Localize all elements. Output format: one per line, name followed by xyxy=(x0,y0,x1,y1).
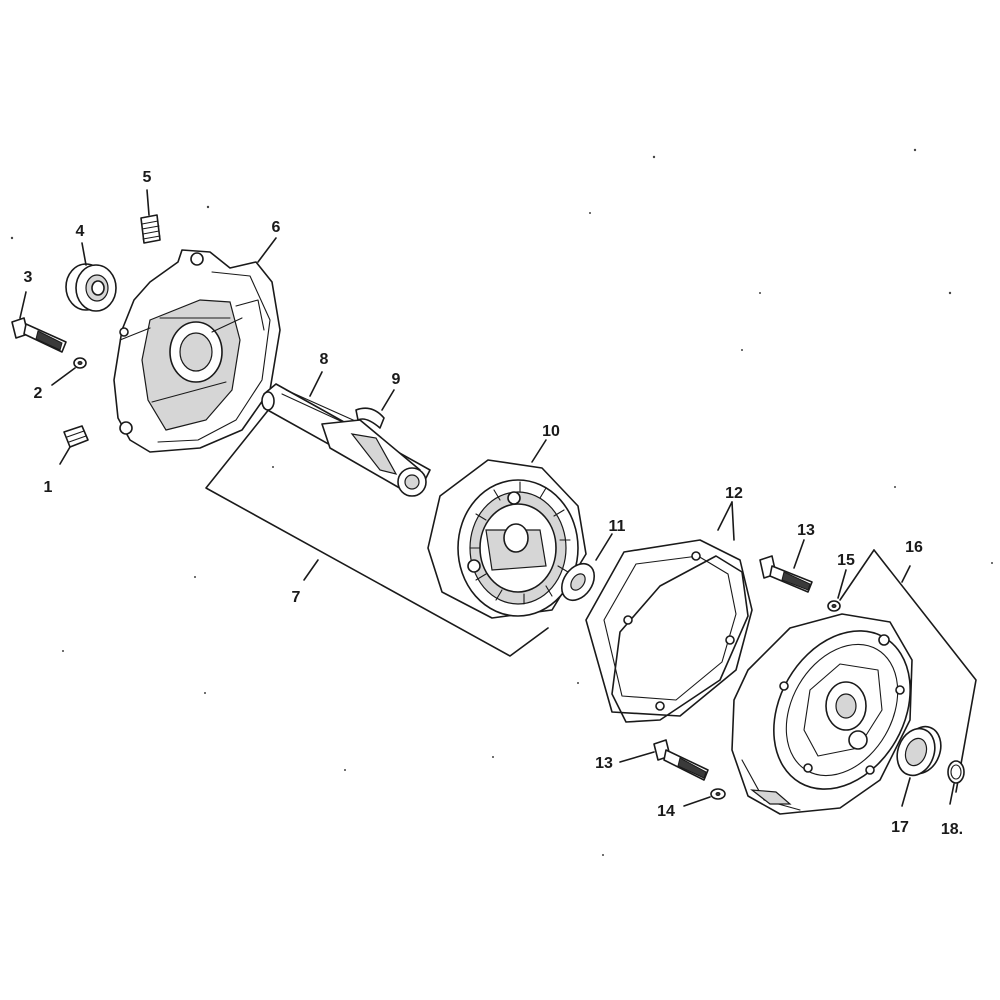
callout-13-lower: 13 xyxy=(595,755,613,772)
callout-12: 12 xyxy=(725,485,743,502)
callout-17: 17 xyxy=(891,819,909,836)
part-13-upper-bolt xyxy=(759,539,813,593)
part-16-rear-housing xyxy=(731,549,977,815)
callout-15: 15 xyxy=(837,552,855,569)
callout-2: 2 xyxy=(34,385,43,402)
callout-18: 18. xyxy=(941,821,963,838)
part-14-washer xyxy=(683,788,726,807)
callout-3: 3 xyxy=(24,269,33,286)
callout-10: 10 xyxy=(542,423,560,440)
part-2-washer xyxy=(51,357,87,386)
part-7-assembly-bracket xyxy=(205,407,549,657)
callout-14: 14 xyxy=(657,803,675,820)
part-1-fitting xyxy=(59,425,89,465)
callout-13-upper: 13 xyxy=(797,522,815,539)
callout-6: 6 xyxy=(272,219,281,236)
part-11-thrust-washer xyxy=(560,533,613,602)
callout-5: 5 xyxy=(143,169,152,186)
callout-16: 16 xyxy=(905,539,923,556)
callout-8: 8 xyxy=(320,351,329,368)
part-6-front-housing xyxy=(113,237,281,453)
callout-11: 11 xyxy=(609,518,626,535)
callout-7: 7 xyxy=(292,589,301,606)
part-5-plug xyxy=(140,189,161,244)
part-18-ring xyxy=(947,760,965,805)
part-9-key xyxy=(355,389,395,429)
part-12-gaskets xyxy=(585,501,753,723)
callout-1: 1 xyxy=(44,479,53,496)
callout-9: 9 xyxy=(392,371,401,388)
background-specks xyxy=(10,148,993,856)
part-15-washer xyxy=(827,569,847,612)
part-4-bearing xyxy=(65,242,117,312)
part-8-shaft xyxy=(261,371,431,497)
part-17-seal xyxy=(896,725,942,807)
callout-4: 4 xyxy=(76,223,85,240)
part-13-lower-bolt xyxy=(619,739,709,781)
part-10-ring-gear xyxy=(427,439,587,619)
part-3-bolt xyxy=(11,291,67,353)
